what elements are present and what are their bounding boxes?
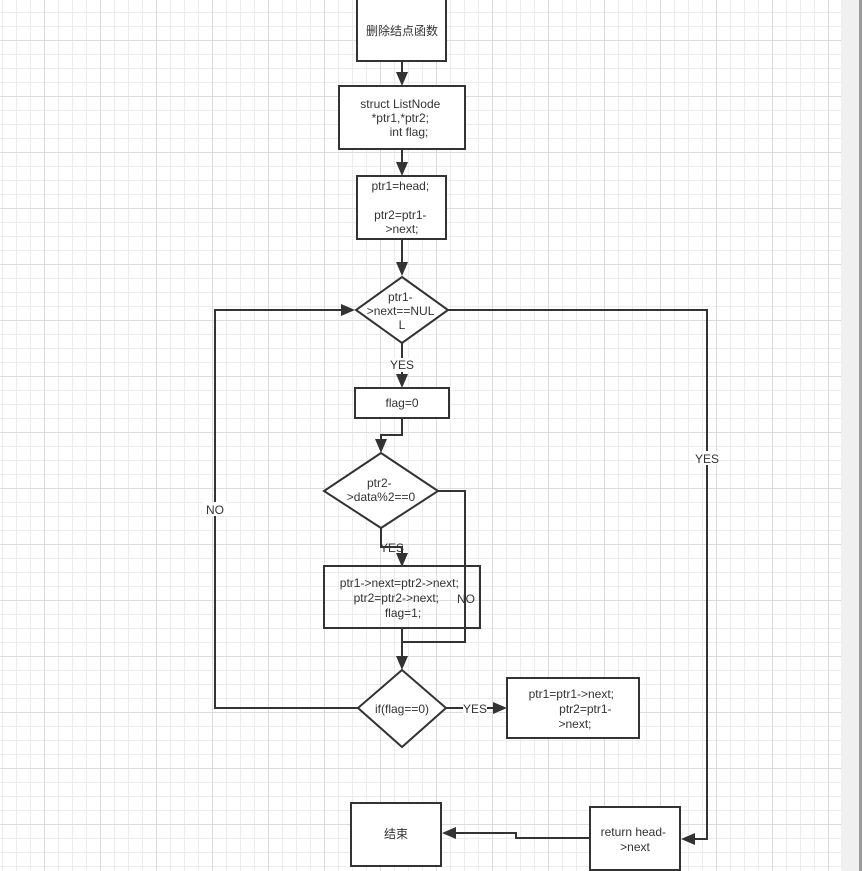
edge-condflag-loop-no	[214, 309, 358, 709]
node-flag-zero-text: flag=0	[385, 396, 418, 410]
node-delete-text: ptr1->next=ptr2->next; ptr2=ptr2->next; …	[340, 576, 462, 620]
edge-label-yes: YES	[463, 702, 487, 716]
arrow-head-icon	[396, 374, 408, 388]
edge-label-yes: YES	[380, 541, 404, 555]
node-return-text: return head- >next	[601, 825, 670, 854]
arrow-head-icon	[396, 656, 408, 670]
arrow-head-icon	[442, 827, 456, 839]
node-cond-even[interactable]: ptr2- >data%2==0	[322, 451, 440, 530]
edge-condeven-delete	[380, 528, 403, 557]
node-cond-null-text: ptr1- >next==NUL L	[367, 290, 438, 332]
node-start-text: 删除结点函数	[366, 23, 438, 38]
edge-labels: YES NO YES YES NO YES	[203, 358, 719, 716]
node-end-text: 结束	[384, 827, 408, 841]
edge-condnull-return	[448, 309, 708, 840]
flowchart: YES NO YES YES NO YES 删除结点函数 struct List…	[203, 0, 720, 871]
node-end[interactable]: 结束	[350, 802, 442, 867]
node-declare[interactable]: struct ListNode *ptr1,*ptr2; int flag;	[338, 85, 466, 150]
arrow-head-icon	[375, 439, 387, 453]
arrow-head-icon	[341, 304, 355, 316]
arrow-head-icon	[681, 833, 695, 845]
right-panel-scrollbar[interactable]	[841, 0, 859, 871]
arrow-head-icon	[396, 553, 408, 567]
node-return[interactable]: return head- >next	[589, 806, 681, 871]
node-cond-even-text: ptr2- >data%2==0	[347, 476, 416, 504]
edge-label-yes: YES	[695, 452, 719, 466]
edge-label-no: NO	[206, 503, 224, 517]
arrow-head-icon	[493, 702, 507, 714]
node-advance[interactable]: ptr1=ptr1->next; ptr2=ptr1- >next;	[506, 677, 640, 739]
arrow-head-icon	[396, 162, 408, 176]
edge-label-yes: YES	[390, 358, 414, 372]
edge-return-end	[452, 832, 590, 839]
arrow-head-icon	[396, 262, 408, 276]
node-init[interactable]: ptr1=head; ptr2=ptr1- >next;	[356, 175, 447, 240]
edge-label-no: NO	[457, 592, 475, 606]
node-cond-null[interactable]: ptr1- >next==NUL L	[354, 275, 450, 345]
node-cond-flag[interactable]: if(flag==0)	[356, 668, 448, 749]
node-advance-text: ptr1=ptr1->next; ptr2=ptr1- >next;	[529, 687, 618, 731]
node-start[interactable]: 删除结点函数	[356, 0, 447, 62]
node-init-text: ptr1=head; ptr2=ptr1- >next;	[371, 179, 432, 236]
edges	[214, 62, 708, 845]
right-panel-edge	[859, 0, 862, 871]
node-flag-zero[interactable]: flag=0	[354, 387, 450, 419]
node-delete[interactable]: ptr1->next=ptr2->next; ptr2=ptr2->next; …	[323, 565, 481, 629]
node-declare-text: struct ListNode *ptr1,*ptr2; int flag;	[360, 97, 443, 139]
node-cond-flag-text: if(flag==0)	[375, 702, 429, 716]
arrow-head-icon	[396, 72, 408, 86]
